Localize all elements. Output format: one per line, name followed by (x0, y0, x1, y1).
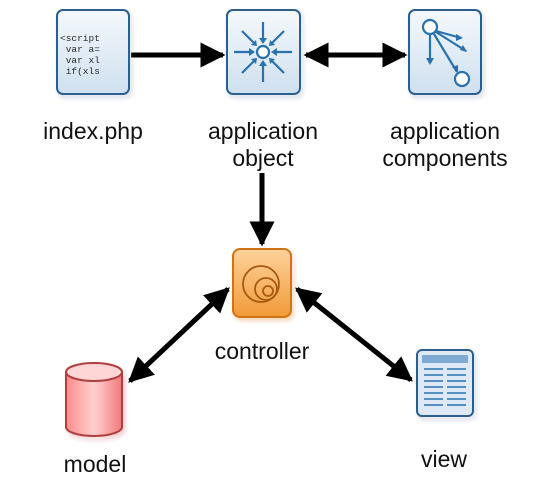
application-object-label-line2: object (232, 145, 294, 171)
code-line: <script (60, 33, 100, 44)
application-components-label: application components (360, 118, 530, 172)
target-circles-icon (242, 265, 280, 303)
view-label: view (420, 446, 467, 472)
arrow-controller-view (295, 287, 413, 382)
code-line: var xl (60, 55, 100, 66)
controller-label: controller (214, 338, 310, 364)
application-components-label-line2: components (382, 145, 508, 171)
arrow-controller-model (128, 287, 230, 383)
model-label: model (63, 451, 127, 477)
converge-arrows-icon (234, 22, 292, 82)
application-object-label: application object (183, 118, 343, 172)
index-php-label: index.php (43, 118, 143, 144)
controller-icon (232, 248, 292, 318)
application-object-label-line1: application (208, 118, 318, 144)
script-icon (56, 9, 130, 95)
application-components-label-line1: application (390, 118, 500, 144)
database-cylinder-icon (65, 362, 123, 437)
code-line: if(xls (60, 66, 100, 77)
document-lines-icon (422, 355, 468, 406)
branch-nodes-icon (421, 18, 471, 88)
code-line: var a= (60, 44, 100, 55)
script-code-snippet: <script var a= var xl if(xls (60, 33, 130, 77)
